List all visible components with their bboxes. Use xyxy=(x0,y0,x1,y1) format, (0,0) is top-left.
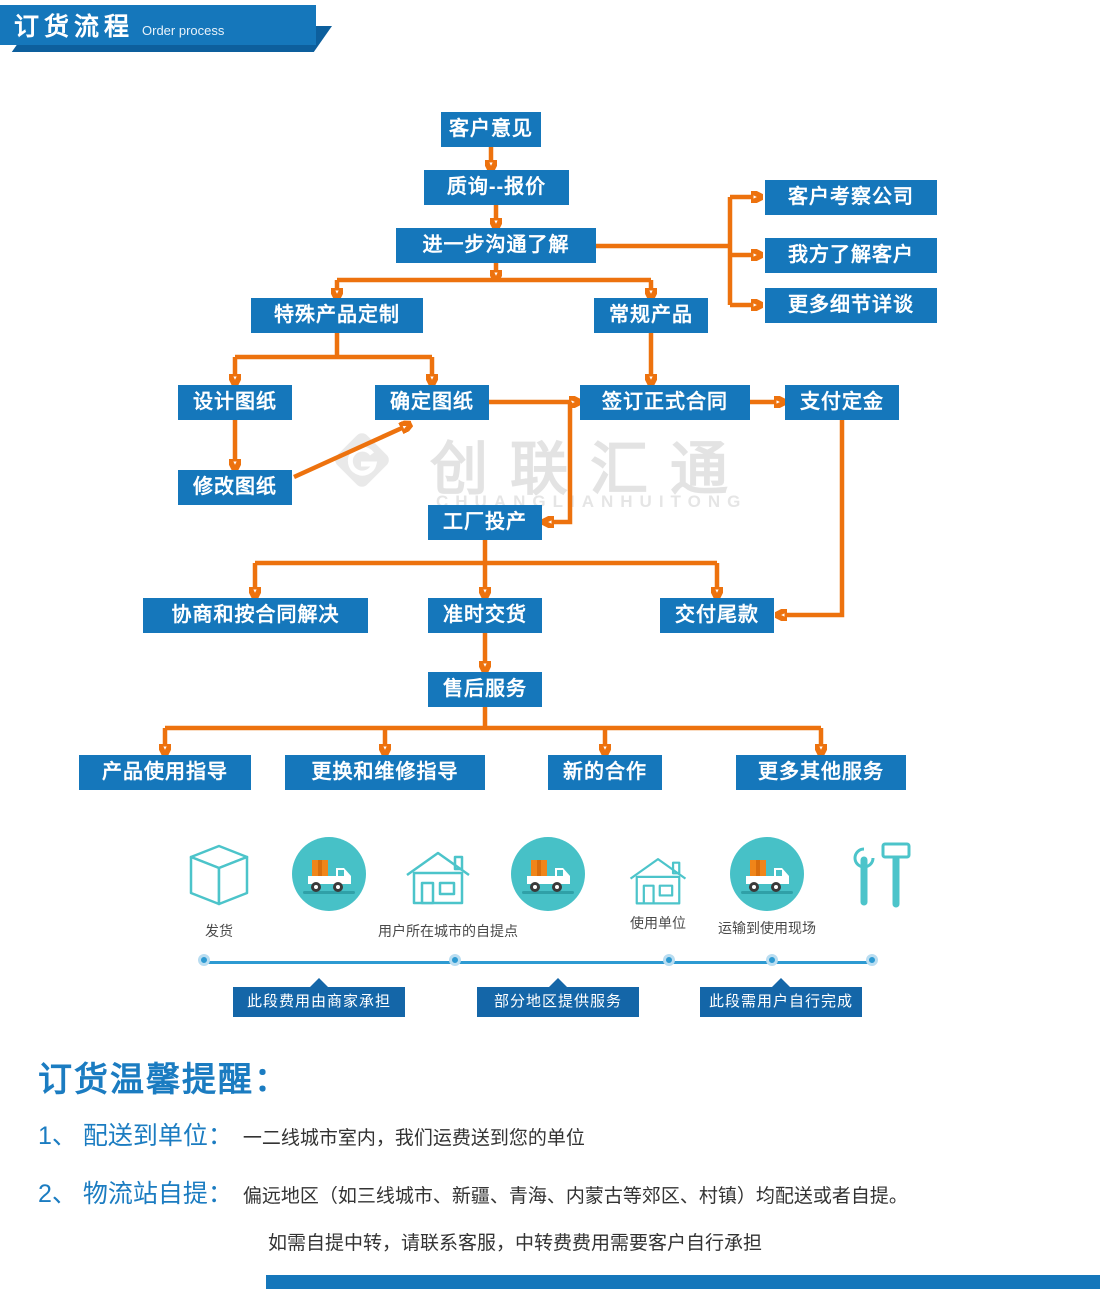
shipping-box-icon xyxy=(189,844,249,906)
flow-node-pay-balance: 交付尾款 xyxy=(660,598,774,633)
timeline-line xyxy=(207,961,875,964)
reminder-item-term: 物流站自提： xyxy=(82,1180,233,1208)
flow-node-sign-contract: 签订正式合同 xyxy=(580,385,750,420)
flow-node-new-cooperation: 新的合作 xyxy=(548,755,662,790)
timeline-dot xyxy=(449,954,461,966)
page-header: 订货流程 Order process xyxy=(0,5,316,45)
reminder-item-number: 2、 xyxy=(38,1180,77,1208)
flow-node-more-details: 更多细节详谈 xyxy=(765,288,937,323)
reminder-item-desc: 偏远地区（如三线城市、新疆、青海、内蒙古等郊区、村镇）均配送或者自提。 xyxy=(242,1186,908,1207)
flow-node-on-time-delivery: 准时交货 xyxy=(428,598,542,633)
flow-node-replacement-repair-guidance: 更换和维修指导 xyxy=(285,755,485,790)
page-subtitle: Order process xyxy=(142,22,225,38)
reminder-title: 订货温馨提醒： xyxy=(38,1061,290,1099)
delivery-truck-icon xyxy=(730,837,804,911)
page-title: 订货流程 xyxy=(14,13,135,41)
flow-node-negotiate-per-contract: 协商和按合同解决 xyxy=(143,598,368,633)
stop-label-shipping: 发货 xyxy=(205,923,233,939)
flow-node-client-visit-company: 客户考察公司 xyxy=(765,180,937,215)
stop-label-using-unit: 使用单位 xyxy=(630,915,686,931)
timeline-dot xyxy=(663,954,675,966)
house-icon xyxy=(406,851,470,905)
flow-node-we-know-client: 我方了解客户 xyxy=(765,238,937,273)
flow-node-standard-product: 常规产品 xyxy=(594,298,708,333)
house-icon xyxy=(629,858,687,905)
brand-logo-icon xyxy=(335,433,389,487)
reminder-item-number: 1、 xyxy=(38,1122,77,1150)
flow-node-pay-deposit: 支付定金 xyxy=(785,385,899,420)
flow-node-confirm-drawing: 确定图纸 xyxy=(375,385,489,420)
reminder-item-delivery: 1、 配送到单位： 一二线城市室内，我们运费送到您的单位 xyxy=(38,1116,585,1152)
flow-node-inquiry-quote: 质询--报价 xyxy=(424,170,569,205)
flow-node-revise-drawing: 修改图纸 xyxy=(178,470,292,505)
flow-node-design-drawing: 设计图纸 xyxy=(178,385,292,420)
flow-node-customer-opinion: 客户意见 xyxy=(441,112,541,147)
flow-node-after-sales-service: 售后服务 xyxy=(428,672,542,707)
segment-label-partial-service: 部分地区提供服务 xyxy=(477,978,639,1017)
stop-label-transport-to-site: 运输到使用现场 xyxy=(718,920,816,936)
footer-bar xyxy=(266,1275,1100,1289)
flow-node-more-services: 更多其他服务 xyxy=(736,755,906,790)
reminder-item-pickup: 2、 物流站自提： 偏远地区（如三线城市、新疆、青海、内蒙古等郊区、村镇）均配送… xyxy=(38,1174,908,1210)
tools-icon xyxy=(853,842,911,908)
reminder-item-term: 配送到单位： xyxy=(82,1122,233,1150)
segment-label-merchant-pays: 此段费用由商家承担 xyxy=(233,978,405,1017)
reminder-item-desc: 一二线城市室内，我们运费送到您的单位 xyxy=(242,1128,585,1149)
delivery-truck-icon xyxy=(292,837,366,911)
delivery-truck-icon xyxy=(511,837,585,911)
stop-label-city-pickup-point: 用户所在城市的自提点 xyxy=(378,923,518,939)
reminder-note: 如需自提中转，请联系客服，中转费费用需要客户自行承担 xyxy=(268,1233,763,1254)
flow-node-usage-guidance: 产品使用指导 xyxy=(79,755,251,790)
timeline-dot xyxy=(866,954,878,966)
flow-node-custom-product: 特殊产品定制 xyxy=(251,298,423,333)
watermark-name: 创联汇通 xyxy=(430,437,751,502)
timeline-dot xyxy=(766,954,778,966)
segment-label-user-completes: 此段需用户自行完成 xyxy=(700,978,862,1017)
timeline-dot xyxy=(198,954,210,966)
flow-node-further-communication: 进一步沟通了解 xyxy=(396,228,596,263)
flow-node-factory-production: 工厂投产 xyxy=(428,505,542,540)
